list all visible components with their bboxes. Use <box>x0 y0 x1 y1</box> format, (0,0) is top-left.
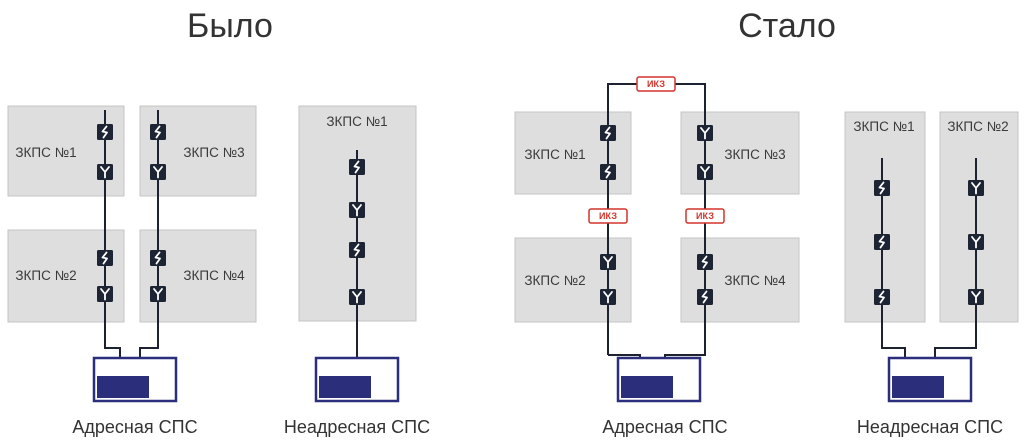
zone-1-label: ЗКПС №1 <box>15 145 76 160</box>
isolator-left: ИКЗ <box>588 208 628 224</box>
heat-detector-icon <box>697 289 713 305</box>
non-addressable-panel-after <box>887 356 973 403</box>
isolator-label: ИКЗ <box>696 211 714 221</box>
heat-detector-icon <box>97 250 113 266</box>
zone-1-non-addressable-after <box>844 111 926 323</box>
smoke-detector-icon <box>968 180 984 196</box>
smoke-detector-icon <box>97 164 113 180</box>
heading-before: Было <box>187 7 273 45</box>
caption-addressable-after: Адресная СПС <box>602 417 727 437</box>
heat-detector-icon <box>150 250 166 266</box>
zone-2-after <box>514 237 632 323</box>
loop-wire-before-right <box>139 110 159 358</box>
radial-wire-after-2 <box>934 158 977 358</box>
heat-detector-icon <box>600 125 616 141</box>
smoke-detector-icon <box>349 202 365 218</box>
heading-after: Стало <box>738 7 836 45</box>
heat-detector-icon <box>349 159 365 175</box>
smoke-detector-icon <box>697 164 713 180</box>
heat-detector-icon <box>600 164 616 180</box>
isolator-label: ИКЗ <box>647 79 665 89</box>
isolator-top: ИКЗ <box>636 76 676 92</box>
zone-3-before <box>139 105 257 197</box>
heat-detector-icon <box>349 242 365 258</box>
caption-addressable-before: Адресная СПС <box>72 417 197 437</box>
zone-3-label: ЗКПС №3 <box>724 147 785 162</box>
zone-3-label: ЗКПС №3 <box>183 145 244 160</box>
radial-wire-after-1 <box>881 158 906 358</box>
heat-detector-icon <box>874 289 890 305</box>
isolators-layer: ИКЗ ИКЗ ИКЗ <box>588 76 725 224</box>
zone-1-label: ЗКПС №1 <box>326 114 387 129</box>
smoke-detector-icon <box>150 164 166 180</box>
smoke-detector-icon <box>600 254 616 270</box>
loop-wire-before-left <box>104 110 121 358</box>
smoke-detector-icon <box>600 289 616 305</box>
caption-non-addressable-after: Неадресная СПС <box>857 417 1003 437</box>
smoke-detector-icon <box>968 234 984 250</box>
panels-layer <box>92 356 973 403</box>
devices-layer <box>97 124 984 305</box>
non-addressable-panel-before <box>314 356 400 403</box>
zone-2-label: ЗКПС №2 <box>947 119 1008 134</box>
zone-4-before <box>139 229 257 323</box>
heat-detector-icon <box>150 124 166 140</box>
caption-non-addressable-before: Неадресная СПС <box>284 417 430 437</box>
zone-1-label: ЗКПС №1 <box>853 119 914 134</box>
smoke-detector-icon <box>97 286 113 302</box>
addressable-panel-before <box>92 356 178 403</box>
zone-4-label: ЗКПС №4 <box>724 273 786 288</box>
heat-detector-icon <box>874 234 890 250</box>
zone-2-non-addressable-after <box>939 111 1019 323</box>
smoke-detector-icon <box>968 289 984 305</box>
zone-1-label: ЗКПС №1 <box>524 147 585 162</box>
smoke-detector-icon <box>349 289 365 305</box>
zone-4-after <box>680 237 800 323</box>
smoke-detector-icon <box>150 286 166 302</box>
addressable-panel-after <box>616 356 702 403</box>
isolator-label: ИКЗ <box>599 211 617 221</box>
heat-detector-icon <box>97 124 113 140</box>
heat-detector-icon <box>874 180 890 196</box>
zone-2-label: ЗКПС №2 <box>15 268 76 283</box>
zone-4-label: ЗКПС №4 <box>183 268 245 283</box>
wires-layer <box>104 83 977 358</box>
heat-detector-icon <box>697 254 713 270</box>
zone-2-label: ЗКПС №2 <box>524 273 585 288</box>
isolator-right: ИКЗ <box>685 208 725 224</box>
smoke-detector-icon <box>697 125 713 141</box>
